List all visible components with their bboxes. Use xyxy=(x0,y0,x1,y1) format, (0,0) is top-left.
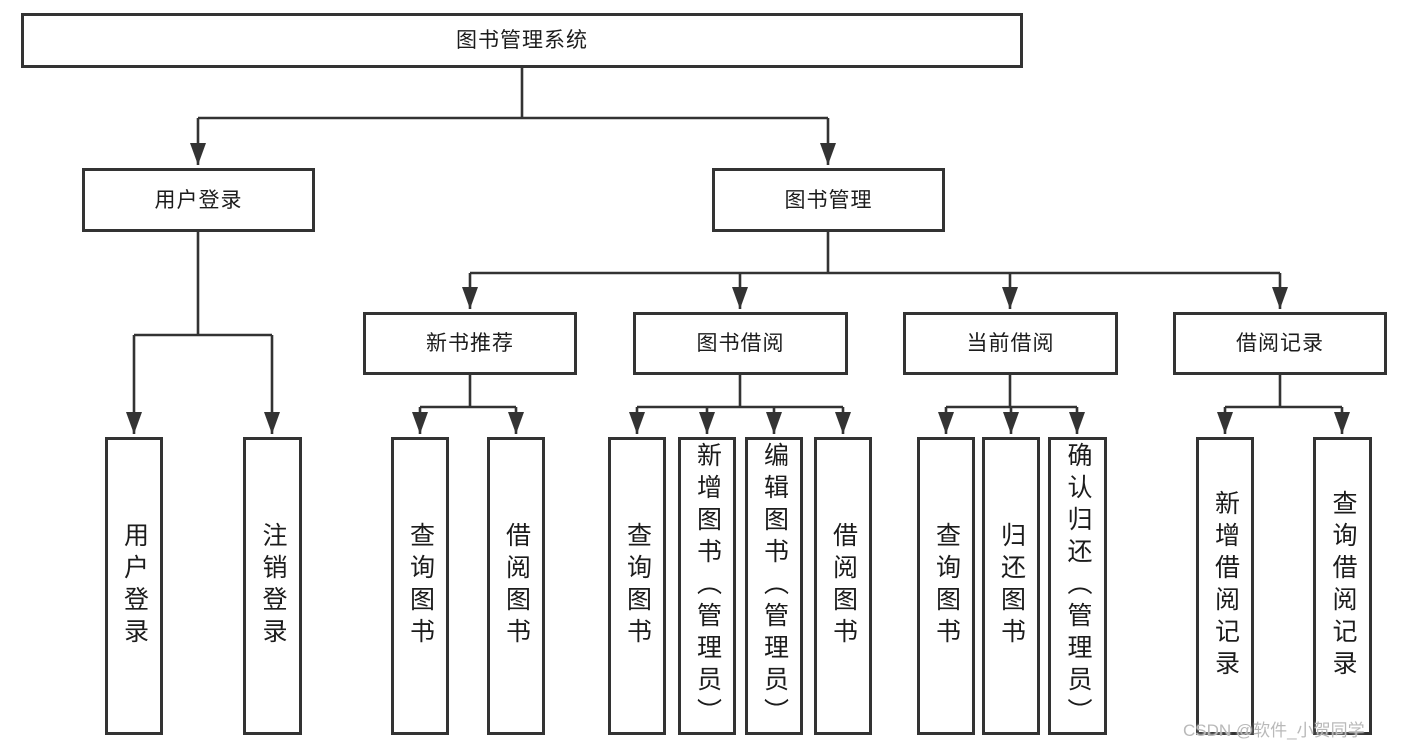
node-leaf-newbook-query: 查询图书 xyxy=(391,437,449,735)
node-leaf-borrow-borrow: 借阅图书 xyxy=(814,437,872,735)
node-leaf-current-return: 归还图书 xyxy=(982,437,1040,735)
node-leaf-current-query: 查询图书 xyxy=(917,437,975,735)
node-leaf-user-login: 用户登录 xyxy=(105,437,163,735)
node-leaf-borrow-add-admin: 新增图书（管理员） xyxy=(678,437,736,735)
node-leaf-borrow-edit-admin: 编辑图书（管理员） xyxy=(745,437,803,735)
node-leaf-newbook-borrow: 借阅图书 xyxy=(487,437,545,735)
node-book-borrow: 图书借阅 xyxy=(633,312,848,375)
node-leaf-logout: 注销登录 xyxy=(243,437,302,735)
node-borrow-records: 借阅记录 xyxy=(1173,312,1387,375)
node-root-library-system: 图书管理系统 xyxy=(21,13,1023,68)
csdn-watermark: CSDN @软件_小贺同学 xyxy=(1183,721,1365,740)
node-leaf-borrow-query: 查询图书 xyxy=(608,437,666,735)
node-user-login: 用户登录 xyxy=(82,168,315,232)
node-leaf-records-add: 新增借阅记录 xyxy=(1196,437,1254,735)
node-new-book-recommend: 新书推荐 xyxy=(363,312,577,375)
node-leaf-records-query: 查询借阅记录 xyxy=(1313,437,1372,735)
node-book-management: 图书管理 xyxy=(712,168,945,232)
node-leaf-current-confirm-admin: 确认归还（管理员） xyxy=(1048,437,1107,735)
node-current-borrow: 当前借阅 xyxy=(903,312,1118,375)
